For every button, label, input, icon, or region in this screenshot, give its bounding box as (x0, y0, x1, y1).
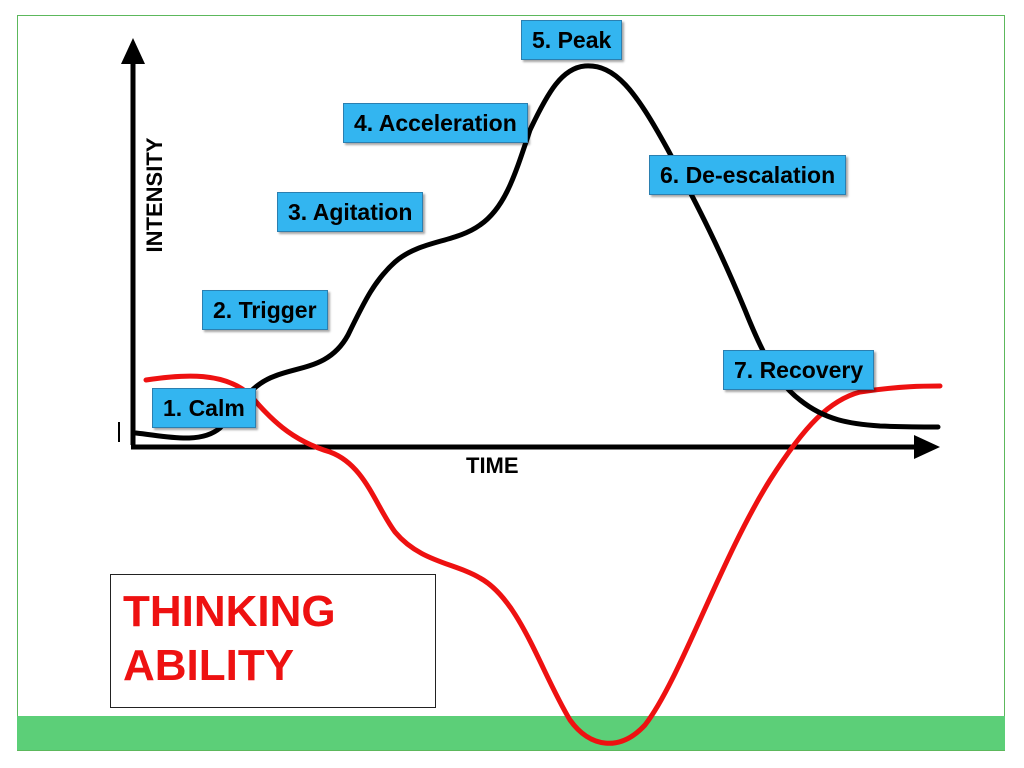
y-axis-label: INTENSITY (142, 137, 167, 253)
y-axis-arrowhead (121, 38, 145, 64)
stage-label-de-escalation: 6. De-escalation (649, 155, 847, 195)
stage-label-trigger: 2. Trigger (202, 290, 328, 330)
x-axis-label: TIME (466, 453, 519, 478)
stage-label-recovery: 7. Recovery (723, 350, 875, 390)
stage-label-peak: 5. Peak (521, 20, 623, 60)
intensity-curve (133, 63, 941, 441)
stage-label-agitation: 3. Agitation (277, 192, 424, 232)
x-axis-arrowhead (914, 435, 940, 459)
thinking-label-line1: THINKING (123, 587, 336, 636)
slide-frame (17, 15, 1005, 751)
thinking-ability-legend: THINKING ABILITY (110, 574, 436, 708)
thinking-ability-curve (143, 373, 943, 746)
stage-label-acceleration: 4. Acceleration (343, 103, 528, 143)
bottom-band (17, 716, 1005, 750)
thinking-label-line2: ABILITY (123, 641, 295, 690)
stage-label-calm: 1. Calm (152, 388, 256, 428)
